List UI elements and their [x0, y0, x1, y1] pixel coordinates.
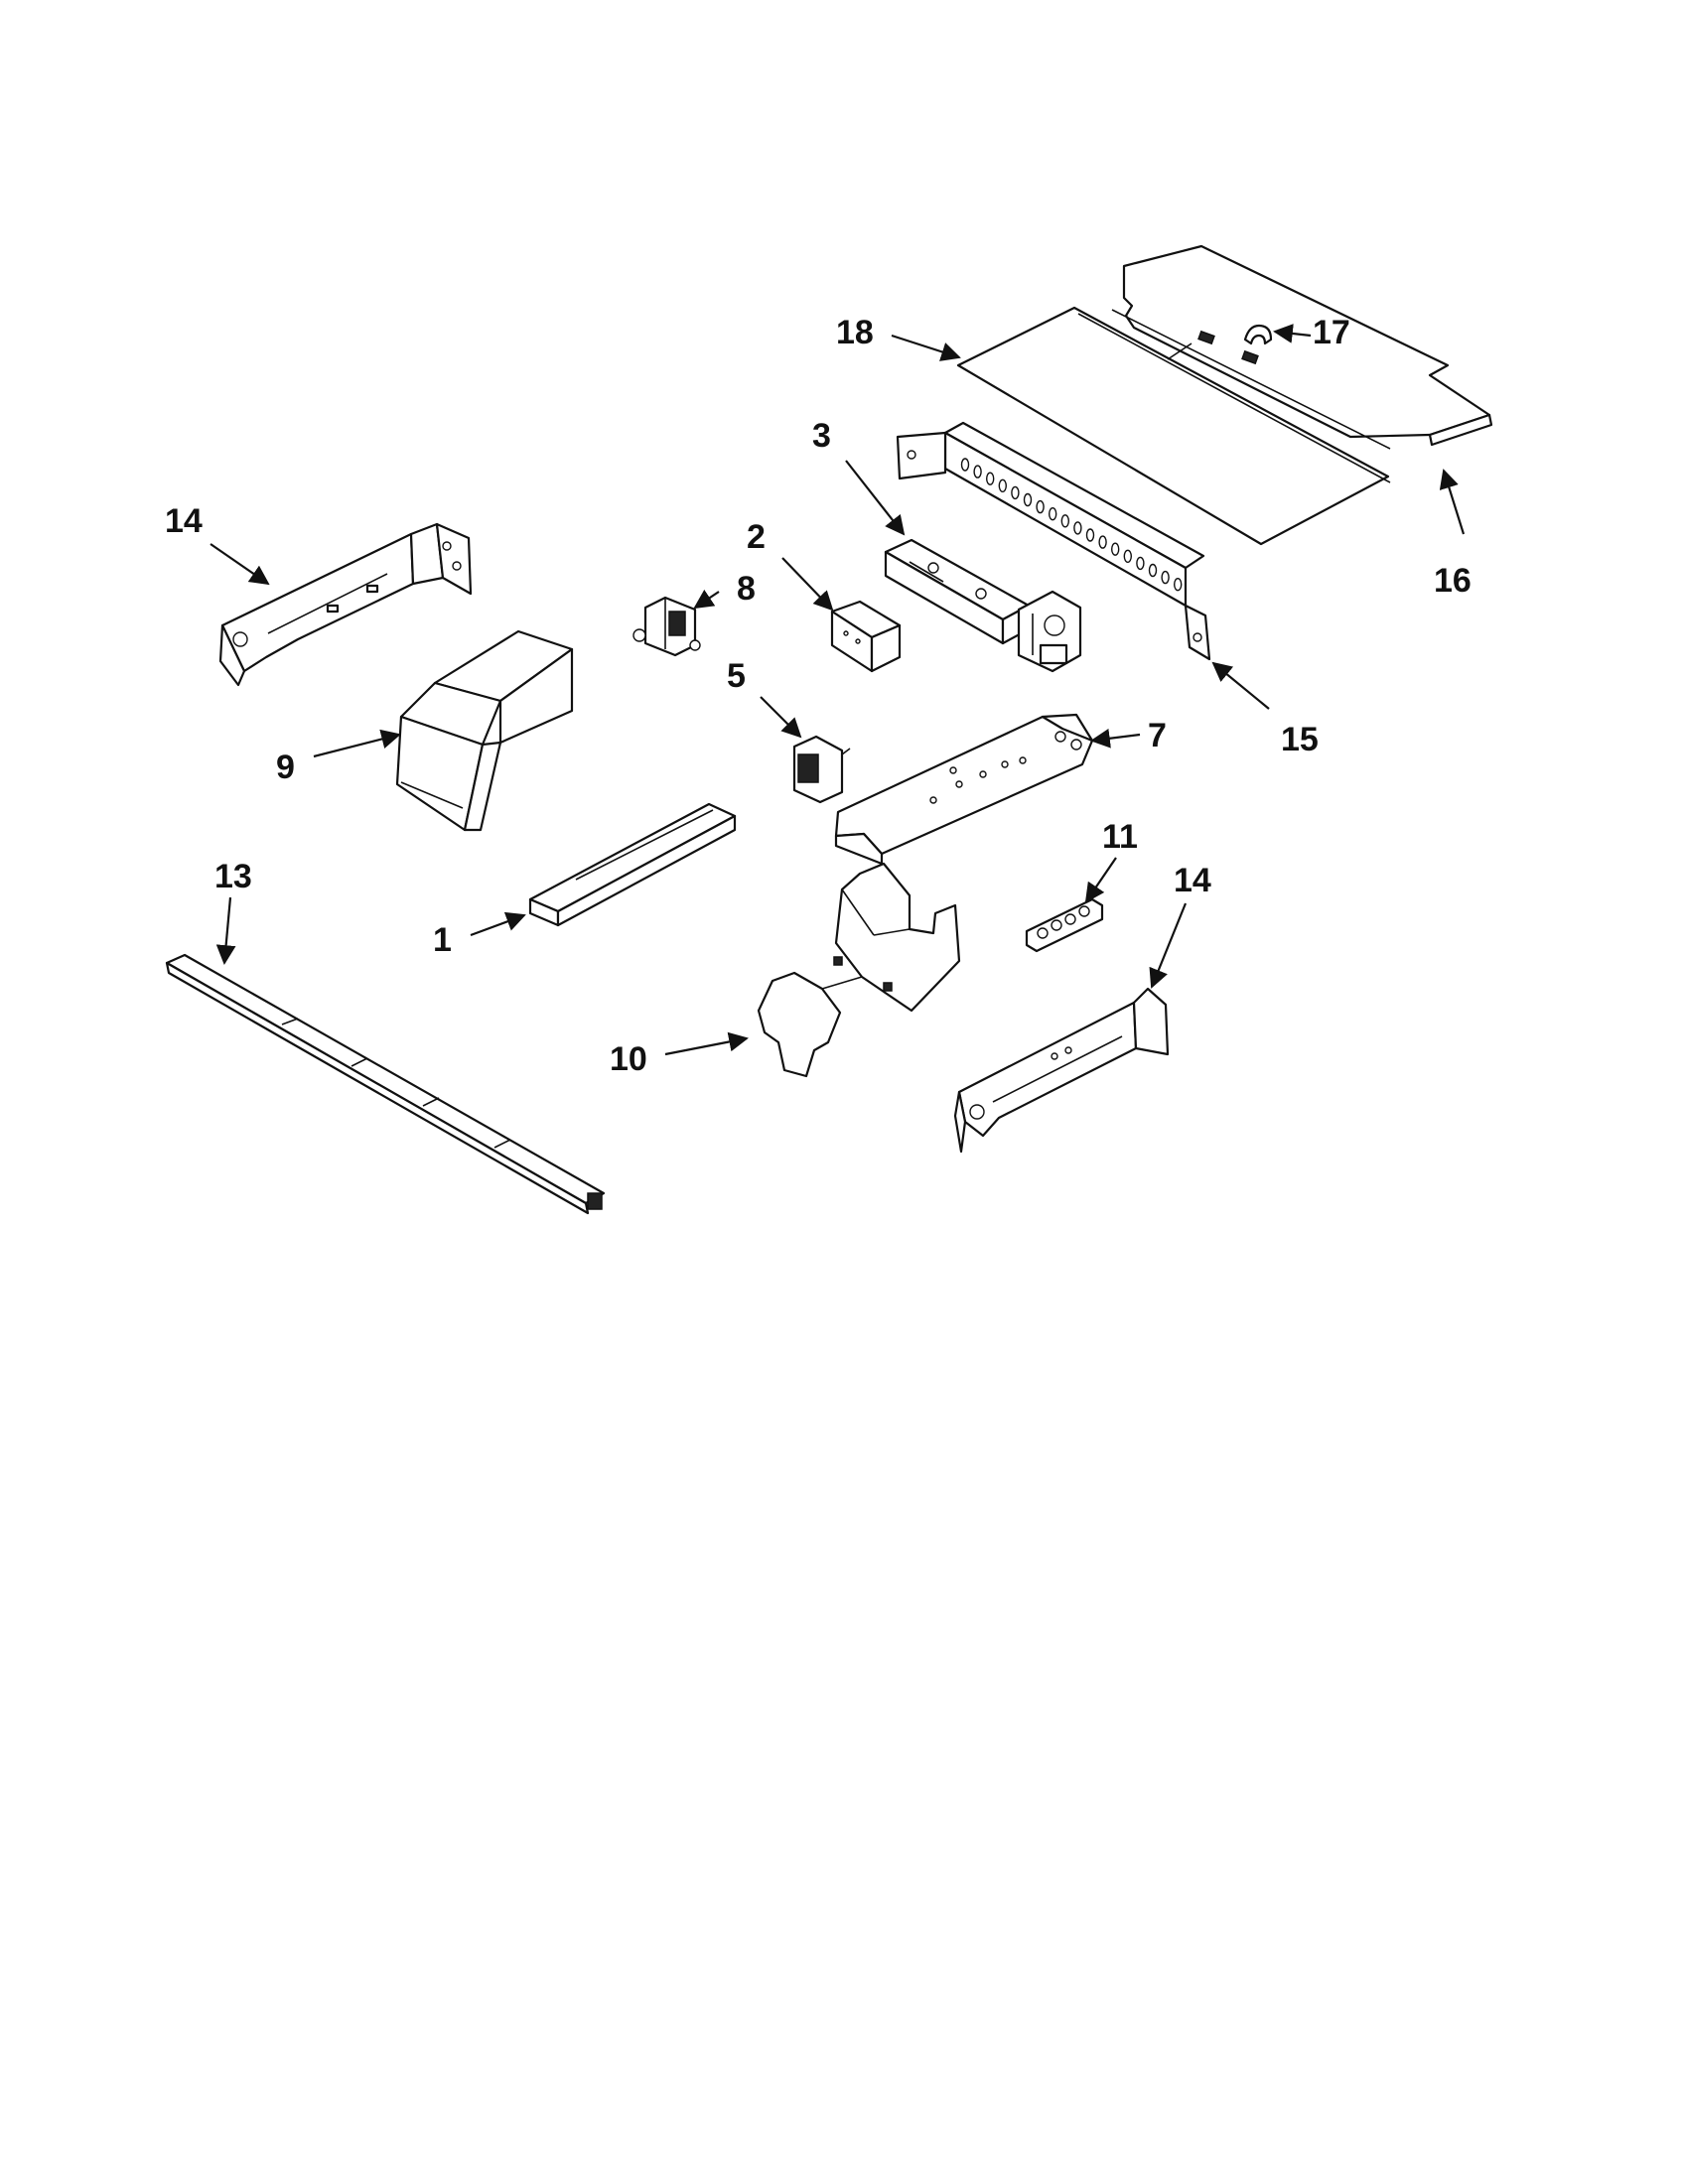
leader-16: [1439, 469, 1466, 535]
leader-1: [470, 911, 526, 937]
callout-8: 8: [737, 570, 756, 608]
leader-9: [313, 729, 401, 758]
leader-lines: [210, 324, 1466, 1056]
plate-holes: [929, 756, 1027, 804]
vent-slot: [960, 458, 970, 472]
leader-17: [1273, 324, 1312, 343]
leader-15: [1211, 661, 1270, 710]
part-7-mounting-plate: [834, 713, 1094, 866]
vent-slot: [986, 472, 995, 485]
callout-14b: 14: [1174, 862, 1211, 899]
vent-slot: [1123, 549, 1133, 563]
callout-7: 7: [1148, 717, 1167, 754]
vent-slot: [1073, 521, 1082, 535]
callout-18: 18: [836, 314, 874, 351]
part-3-latch-assembly: [884, 538, 1082, 673]
leader-5: [760, 696, 802, 739]
leader-3: [845, 460, 906, 536]
leader-14b: [1149, 902, 1188, 989]
vent-slot: [1048, 507, 1057, 521]
callout-2: 2: [747, 518, 766, 556]
leader-2: [781, 557, 834, 612]
vent-slot: [1161, 570, 1170, 585]
leader-11: [1084, 857, 1117, 903]
callout-15: 15: [1281, 721, 1319, 758]
vent-slot: [1011, 485, 1020, 500]
leader-18: [891, 334, 961, 361]
callout-13: 13: [214, 858, 252, 895]
leader-8: [693, 589, 720, 610]
vent-slot: [998, 478, 1007, 492]
part-9-duct-cover: [395, 629, 574, 832]
part-18-insulation-sheet: [956, 306, 1391, 546]
callout-3: 3: [812, 417, 831, 455]
callout-11: 11: [1102, 818, 1138, 856]
part-17-clip: [1243, 324, 1273, 345]
vent-slot: [1148, 563, 1158, 578]
callout-labels: 18 17 16 3 14 2 8 15 5 7 9 13 11 14 1 10: [165, 314, 1472, 1078]
leader-13: [215, 896, 236, 965]
part-1-channel: [528, 802, 737, 927]
callout-16: 16: [1434, 562, 1472, 600]
part-13-trim-strip: [165, 953, 606, 1215]
part-14-left-bracket: [218, 522, 473, 687]
vent-slot: [1036, 499, 1045, 514]
vent-slot: [1023, 492, 1033, 507]
part-15-vented-rail: [896, 421, 1211, 661]
rail-vent-slots: [960, 458, 1183, 592]
vent-slot: [1136, 556, 1145, 571]
part-5-switch: [792, 735, 851, 804]
leader-14a: [210, 543, 270, 586]
leader-10: [664, 1031, 749, 1056]
vent-slot: [1085, 528, 1095, 542]
part-8-relay: [632, 596, 701, 657]
callout-10: 10: [610, 1040, 647, 1078]
vent-slot: [1110, 542, 1120, 556]
callout-17: 17: [1313, 314, 1350, 351]
part-14-right-bracket: [953, 987, 1170, 1154]
part-2-block: [830, 600, 902, 673]
part-10-heat-shield: [757, 862, 961, 1078]
part-11-terminal-block: [1025, 897, 1104, 953]
callout-9: 9: [276, 749, 295, 786]
callout-1: 1: [433, 921, 452, 959]
part-16-top-panel: [1111, 244, 1493, 450]
callout-14a: 14: [165, 502, 203, 540]
vent-slot: [1098, 535, 1107, 549]
vent-slot: [973, 465, 982, 478]
vent-slot: [1173, 578, 1183, 592]
leader-7: [1090, 728, 1141, 749]
vent-slot: [1060, 514, 1070, 528]
callout-5: 5: [727, 657, 746, 695]
